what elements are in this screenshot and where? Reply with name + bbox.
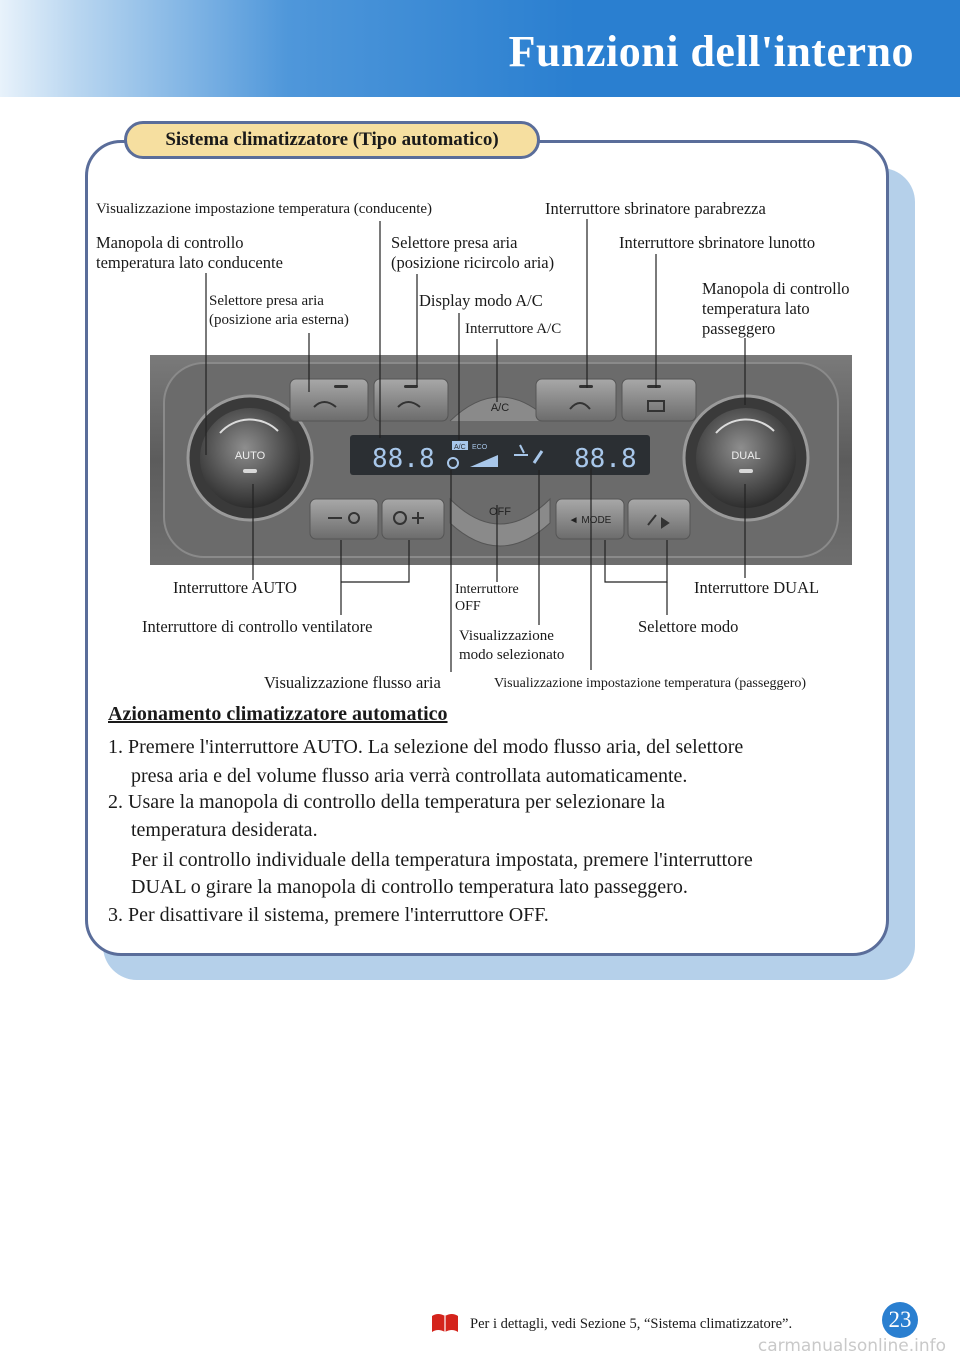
label-off-line1: Interruttore	[455, 582, 519, 597]
off-button[interactable]: OFF	[449, 497, 551, 547]
label-pass-knob-line2: temperatura lato	[702, 299, 810, 318]
fan-increase-button[interactable]	[381, 498, 445, 540]
step-2-line-2: temperatura desiderata.	[131, 819, 318, 841]
label-mode-display-line1: Visualizzazione	[459, 628, 554, 644]
label-pass-knob-line3: passeggero	[702, 319, 776, 338]
dual-label[interactable]: DUAL	[731, 450, 760, 462]
lcd-display: 88.8 88.8 A/C ECO	[350, 435, 650, 475]
label-temp-display-passenger: Visualizzazione impostazione temperatura…	[494, 676, 807, 691]
temp-left-display: 88.8	[372, 444, 435, 474]
step-1-line-2: presa aria e del volume flusso aria verr…	[131, 765, 688, 787]
page-title: Funzioni dell'interno	[508, 27, 914, 76]
label-recirc-line1: Selettore presa aria	[391, 233, 518, 252]
passenger-temp-knob[interactable]: DUAL	[682, 394, 810, 522]
footer-reference-note: Per i dettagli, vedi Sezione 5, “Sistema…	[470, 1316, 793, 1332]
instructions-heading: Azionamento climatizzatore automatico	[108, 703, 448, 725]
label-driver-knob-line2: temperatura lato conducente	[96, 253, 283, 272]
windshield-defroster-button[interactable]	[535, 378, 617, 422]
section-tab-title: Sistema climatizzatore (Tipo automatico)	[124, 121, 540, 159]
driver-temp-knob[interactable]: AUTO	[186, 394, 314, 522]
ac-badge: A/C	[454, 444, 466, 451]
label-fan-control: Interruttore di controllo ventilatore	[142, 617, 373, 636]
fan-decrease-button[interactable]	[309, 498, 379, 540]
label-off-line2: OFF	[455, 599, 481, 614]
ac-button[interactable]: A/C	[449, 396, 551, 422]
temp-right-display: 88.8	[574, 444, 637, 474]
step-2-line-4: DUAL o girare la manopola di controllo t…	[131, 876, 688, 898]
step-1-line-1: 1. Premere l'interruttore AUTO. La selez…	[108, 736, 744, 758]
rear-defroster-button[interactable]	[621, 378, 697, 422]
label-fresh-air-line2: (posizione aria esterna)	[209, 312, 349, 328]
mode-forward-button[interactable]	[627, 498, 691, 540]
watermark: carmanualsonline.info	[757, 1336, 946, 1356]
off-label[interactable]: OFF	[489, 506, 511, 518]
airflow-arrow-icon	[532, 450, 544, 464]
label-ac-switch: Interruttore A/C	[465, 321, 562, 337]
fan-icon	[447, 457, 459, 469]
climate-control-panel: AUTO DUAL A/C 88.8 88.8 A/C	[150, 355, 852, 565]
book-icon	[432, 1314, 458, 1332]
label-auto-switch: Interruttore AUTO	[173, 578, 297, 597]
label-airflow-display: Visualizzazione flusso aria	[264, 673, 441, 692]
auto-label[interactable]: AUTO	[235, 450, 266, 462]
ac-label[interactable]: A/C	[491, 402, 509, 414]
fan-bars-icon	[470, 455, 498, 467]
label-fresh-air-line1: Selettore presa aria	[209, 293, 324, 309]
label-pass-knob-line1: Manopola di controllo	[702, 279, 850, 298]
label-rear-defroster: Interruttore sbrinatore lunotto	[619, 233, 816, 252]
mode-icon	[514, 444, 528, 456]
label-ac-mode-display: Display modo A/C	[419, 291, 543, 310]
mode-label[interactable]: ◄ MODE	[569, 515, 612, 526]
step-2-line-1: 2. Usare la manopola di controllo della …	[108, 791, 665, 813]
eco-badge: ECO	[472, 444, 488, 451]
page-number-badge: 23	[882, 1302, 918, 1338]
recirc-button[interactable]	[373, 378, 449, 422]
label-driver-knob-line1: Manopola di controllo	[96, 233, 244, 252]
step-3: 3. Per disattivare il sistema, premere l…	[108, 904, 549, 926]
step-2-line-3: Per il controllo individuale della tempe…	[131, 849, 753, 871]
label-mode-selector: Selettore modo	[638, 617, 739, 636]
label-windshield-defroster: Interruttore sbrinatore parabrezza	[545, 199, 766, 218]
label-temp-display-driver: Visualizzazione impostazione temperatura…	[96, 201, 433, 217]
label-mode-display-line2: modo selezionato	[459, 647, 565, 663]
page-header: Funzioni dell'interno	[0, 0, 960, 97]
label-recirc-line2: (posizione ricircolo aria)	[391, 253, 555, 272]
label-dual-switch: Interruttore DUAL	[694, 578, 820, 597]
mode-button[interactable]: ◄ MODE	[555, 498, 625, 540]
